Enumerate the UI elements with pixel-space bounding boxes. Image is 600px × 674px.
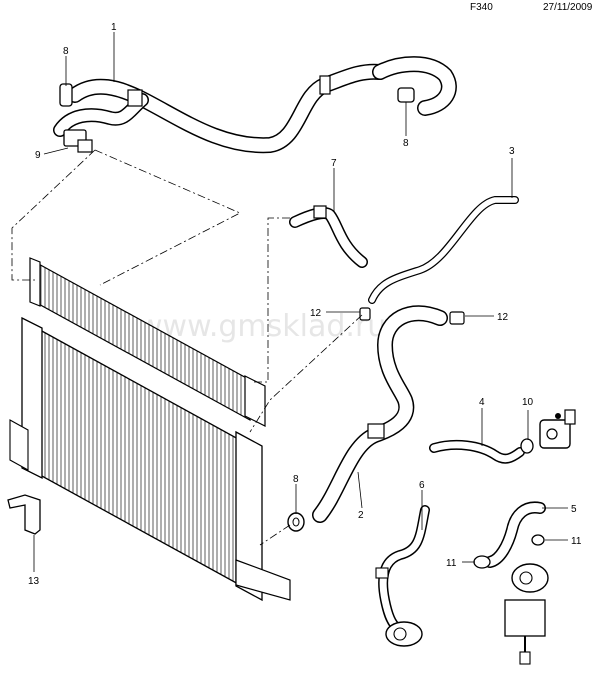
svg-text:2: 2 xyxy=(358,510,364,521)
hose-1[interactable] xyxy=(53,56,457,154)
clamp-12-left[interactable] xyxy=(359,307,371,321)
callout-13: 13 xyxy=(28,535,40,587)
callout-8-top-left: 8 xyxy=(63,46,69,86)
callout-8-lower: 8 xyxy=(293,474,299,514)
svg-text:9: 9 xyxy=(35,150,41,161)
clamp-10[interactable] xyxy=(520,438,534,454)
hose-4[interactable] xyxy=(429,439,525,464)
callout-10: 10 xyxy=(522,397,534,440)
callout-5: 5 xyxy=(542,504,577,515)
water-pump-lower[interactable] xyxy=(385,621,423,647)
svg-text:12: 12 xyxy=(497,312,509,323)
diagram-date: 27/11/2009 xyxy=(543,2,593,13)
svg-text:8: 8 xyxy=(293,474,299,485)
clamp-11[interactable] xyxy=(473,534,545,569)
svg-text:12: 12 xyxy=(310,308,322,319)
callout-9: 9 xyxy=(35,147,69,161)
callout-6: 6 xyxy=(419,480,425,530)
clamp-12-right[interactable] xyxy=(449,311,465,325)
bracket-13[interactable] xyxy=(7,494,41,535)
svg-text:11: 11 xyxy=(571,536,582,547)
callout-4: 4 xyxy=(479,397,485,446)
svg-text:13: 13 xyxy=(28,576,40,587)
bracket-9[interactable] xyxy=(63,129,93,153)
callout-3: 3 xyxy=(509,146,515,198)
connection-lines xyxy=(11,149,363,546)
callout-12-right: 12 xyxy=(465,312,509,323)
hose-3[interactable] xyxy=(368,196,519,304)
diagram-code: F340 xyxy=(470,2,493,13)
svg-text:11: 11 xyxy=(446,558,457,569)
coolant-valve[interactable] xyxy=(539,409,576,449)
svg-text:4: 4 xyxy=(479,397,485,408)
svg-text:6: 6 xyxy=(419,480,425,491)
radiator[interactable] xyxy=(9,316,291,602)
callout-7: 7 xyxy=(331,158,337,212)
svg-text:8: 8 xyxy=(403,138,409,149)
hose-6[interactable] xyxy=(375,505,430,633)
svg-text:5: 5 xyxy=(571,504,577,515)
svg-text:7: 7 xyxy=(331,158,337,169)
water-pump-right[interactable] xyxy=(504,563,549,665)
callout-12-left: 12 xyxy=(310,308,360,319)
watermark-text: www.gmsklad.ru xyxy=(138,309,386,344)
callout-11-right: 11 xyxy=(545,536,582,547)
clamp-8-lower[interactable] xyxy=(287,512,305,532)
hose-2[interactable] xyxy=(312,305,448,523)
svg-text:3: 3 xyxy=(509,146,515,157)
hose-5[interactable] xyxy=(484,501,546,568)
svg-text:1: 1 xyxy=(111,22,117,33)
svg-text:8: 8 xyxy=(63,46,69,57)
callout-8-top-right: 8 xyxy=(403,102,409,149)
callout-2: 2 xyxy=(357,471,364,521)
callout-11-left: 11 xyxy=(446,558,475,569)
condenser[interactable] xyxy=(29,257,266,427)
svg-text:10: 10 xyxy=(522,397,534,408)
callout-1: 1 xyxy=(111,22,117,82)
hose-7[interactable] xyxy=(289,205,368,268)
